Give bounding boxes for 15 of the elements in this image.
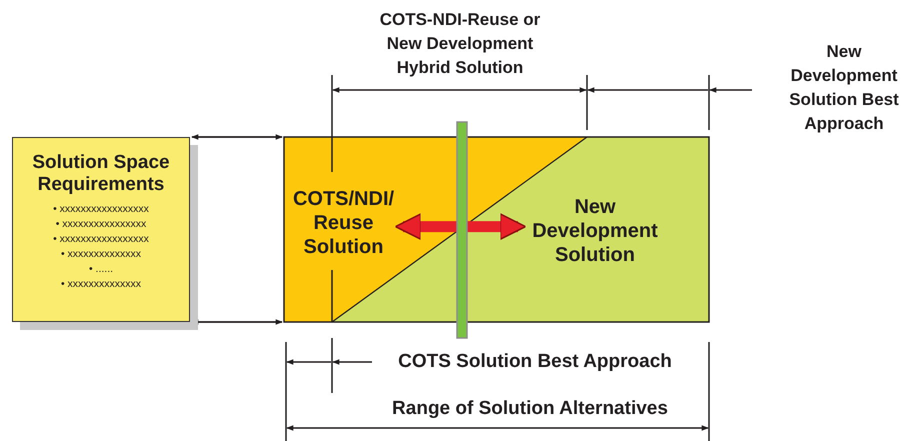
requirement-item: • xxxxxxxxxxxxxx (60, 277, 142, 292)
requirement-item: • xxxxxxxxxxxxxxxxx (53, 202, 149, 217)
requirement-item: • ...... (88, 262, 114, 277)
dimension-label: COTS-NDI-Reuse or New Development Hybrid Solution (378, 9, 542, 79)
dimension-label: Range of Solution Alternatives (391, 397, 669, 421)
solution-label: New Development Solution (520, 195, 670, 267)
requirement-item: • xxxxxxxxxxxxxxxxx (53, 232, 149, 247)
solution-label: COTS/NDI/ Reuse Solution (286, 187, 401, 259)
arrow (191, 134, 283, 140)
double-arrow (394, 213, 526, 240)
requirement-item: • xxxxxxxxxxxxxx (60, 247, 142, 262)
dimension-label: COTS Solution Best Approach (397, 350, 673, 374)
dimension-label: New Development Solution Best Approach (788, 41, 900, 135)
requirement-item: • xxxxxxxxxxxxxxxx (56, 217, 146, 232)
card-heading: Solution Space Requirements (31, 152, 171, 196)
